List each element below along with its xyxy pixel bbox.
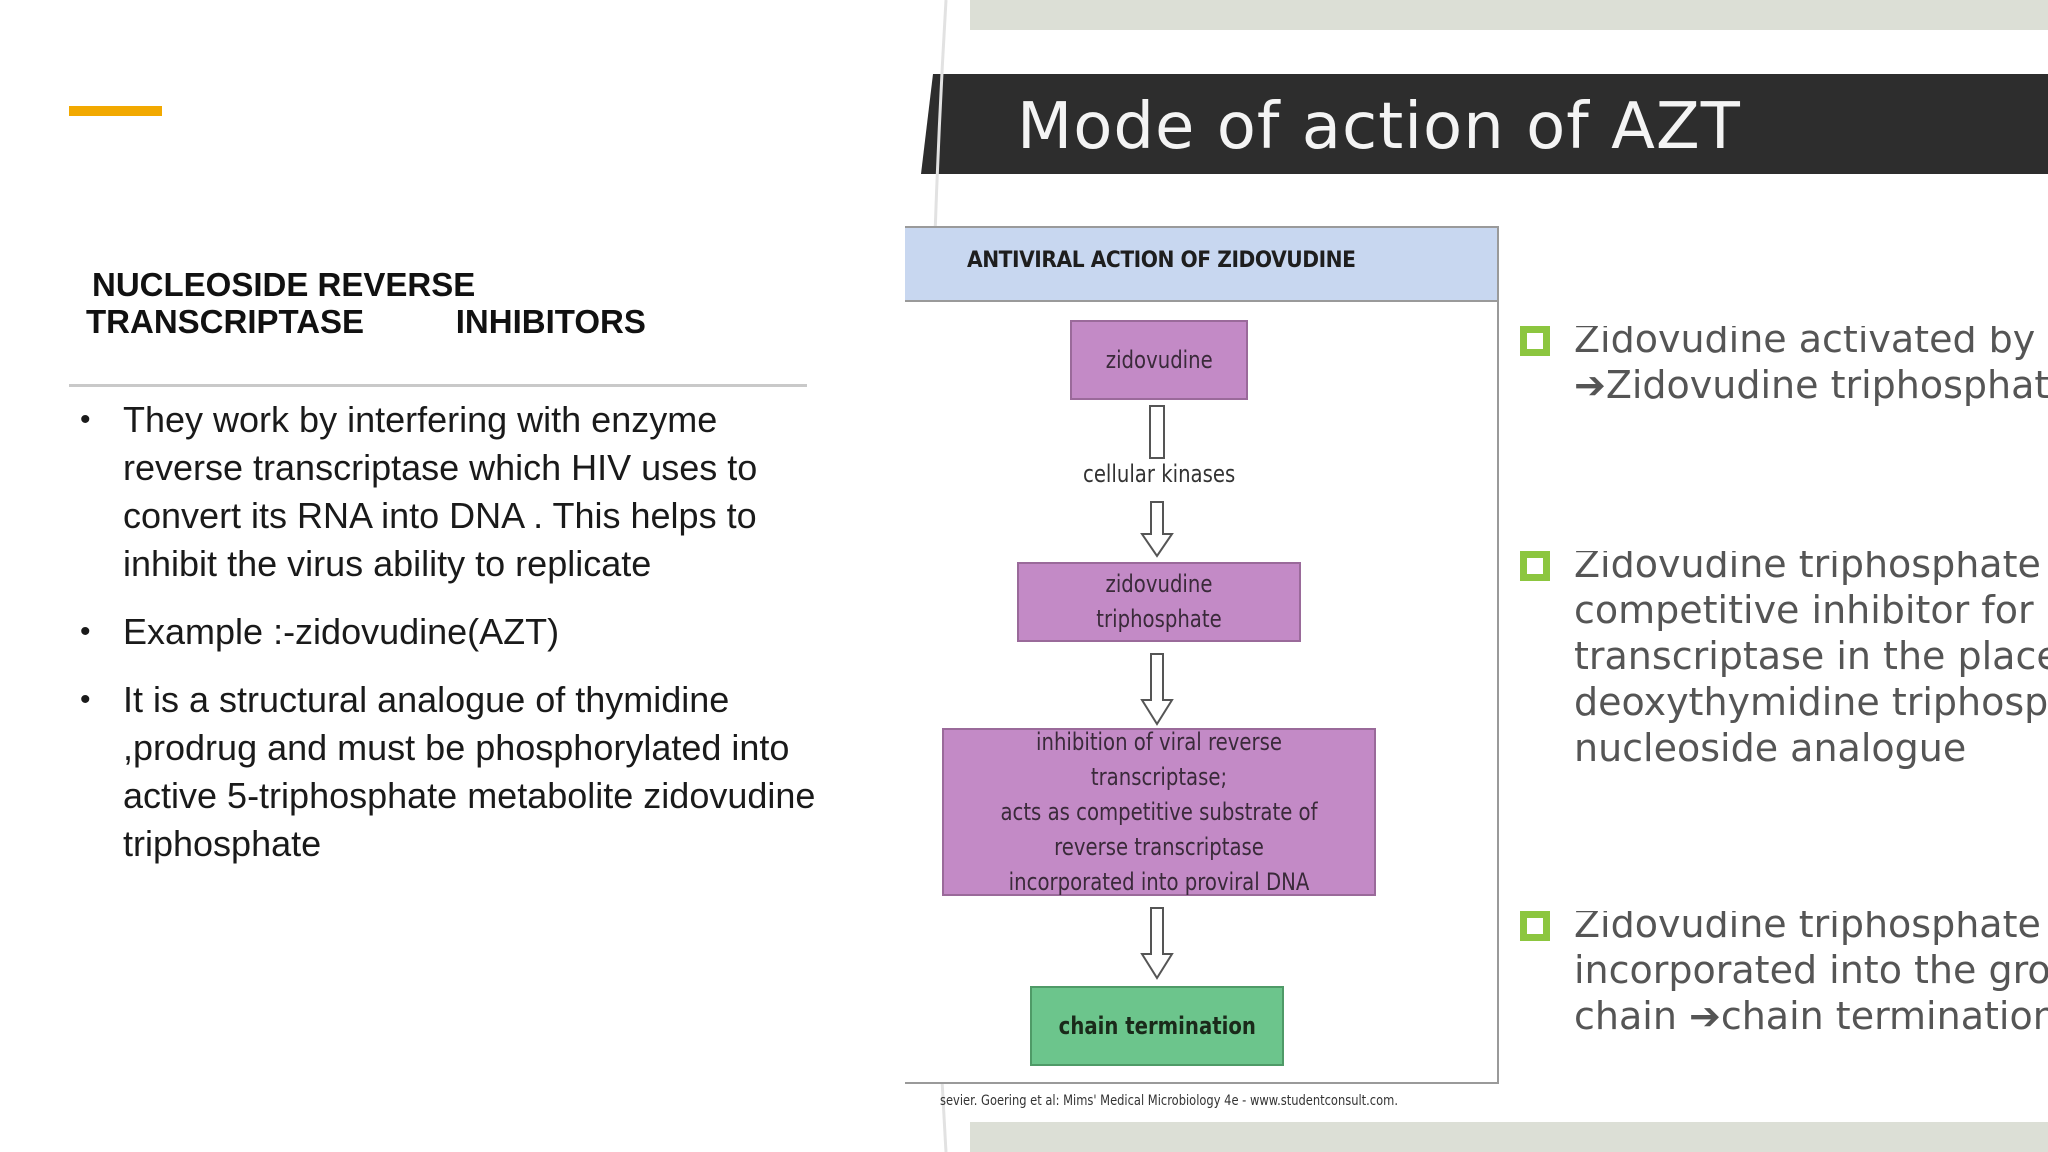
slide-title: NUCLEOSIDE REVERSE TRANSCRIPTASE INHIBIT… [86,266,746,340]
flow-arrow-icon [1140,653,1174,726]
flow-header [905,226,1499,302]
square-bullet-icon [1520,326,1550,356]
note-item: Zidovudine activated by cell ➔Zidovudine… [1520,326,2048,426]
flow-arrow-icon [1140,907,1174,980]
bullet-dot-icon: • [80,683,91,716]
bullet-dot-icon: • [80,615,91,648]
title-divider [69,384,807,387]
square-bullet-icon [1520,551,1550,581]
node-zidovudine-triphosphate: zidovudine triphosphate [1017,562,1301,642]
bullet-dot-icon: • [80,403,91,436]
flow-diagram: ANTIVIRAL ACTION OF ZIDOVUDINE zidovudin… [905,226,1499,1084]
note-text: Zidovudine triphosphate ac competitive i… [1574,551,2048,770]
image-title-banner [921,74,2048,174]
accent-bar [69,106,162,116]
bullet-item: •Example :-zidovudine(AZT) [80,608,820,656]
bullet-item: •They work by interfering with enzyme re… [80,396,820,588]
node-zidovudine: zidovudine [1070,320,1248,400]
flow-arrow-icon [1140,501,1174,558]
flow-arrow-icon [1149,405,1165,459]
step-label-cellular-kinases: cellular kinases [1083,460,1236,488]
note-item: Zidovudine triphosphate ac competitive i… [1520,551,2048,791]
note-text: Zidovudine triphosphate is incorporated … [1574,911,2048,1038]
note-text: Zidovudine activated by cell ➔Zidovudine… [1574,326,2048,407]
image-bottom-strip [970,1122,2048,1152]
slide-title-line1: NUCLEOSIDE REVERSE [92,266,476,303]
bullet-list: •They work by interfering with enzyme re… [80,396,820,888]
flow-header-text: ANTIVIRAL ACTION OF ZIDOVUDINE [967,248,1356,273]
node-chain-termination: chain termination [1030,986,1284,1066]
note-item: Zidovudine triphosphate is incorporated … [1520,911,2048,1061]
image-title: Mode of action of AZT [1017,90,1741,164]
bullet-item: •It is a structural analogue of thymidin… [80,676,820,868]
image-top-strip [970,0,2048,30]
slide-title-line2: TRANSCRIPTASE INHIBITORS [86,303,646,340]
image-credit: sevier. Goering et al: Mims' Medical Mic… [940,1093,1398,1109]
square-bullet-icon [1520,911,1550,941]
node-inhibition: inhibition of viral reverse transcriptas… [942,728,1376,896]
